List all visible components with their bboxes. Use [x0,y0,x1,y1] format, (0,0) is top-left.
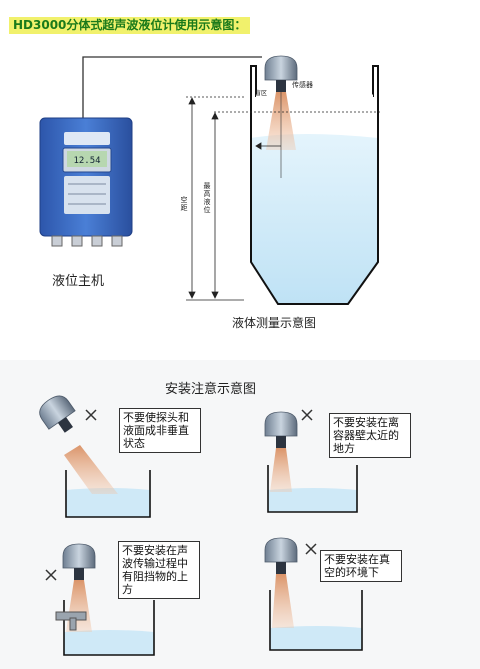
liquid-tank [250,65,379,305]
installation-title: 安装注意示意图 [165,382,257,397]
scene-near-wall [264,409,358,513]
measurement-diagram-label: 液体测量示意图 [232,316,317,330]
note-near-wall: 不要安装在离容器壁太近的地方 [329,413,411,458]
forbid-mark-4 [305,543,317,555]
empty-distance-label: 空距 [180,196,188,212]
controller-label: 液位主机 [52,274,105,289]
controller-unit: 12.54 [39,117,133,247]
sensor-label: 传感器 [292,81,313,89]
dead-zone-label: 盲区 [255,90,268,97]
note-obstruction: 不要安装在声波传输过程中有阻挡物的上方 [118,541,200,599]
scene-obstruction [45,543,155,656]
note-vacuum: 不要安装在真空的环境下 [320,550,402,582]
scene-vacuum [264,537,363,651]
forbid-mark-2 [301,409,313,421]
display-readout: 12.54 [73,156,100,166]
page-title: HD3000分体式超声波液位计使用示意图： [9,17,251,34]
signal-cable [82,56,262,118]
forbid-mark-1 [85,409,97,421]
scene-tilted-sensor [34,390,151,518]
dimension-lines [186,96,380,301]
max-level-label: 最高液位 [203,182,211,214]
forbid-mark-3 [45,569,57,581]
note-tilted-sensor: 不要使探头和液面成非垂直状态 [119,408,201,453]
